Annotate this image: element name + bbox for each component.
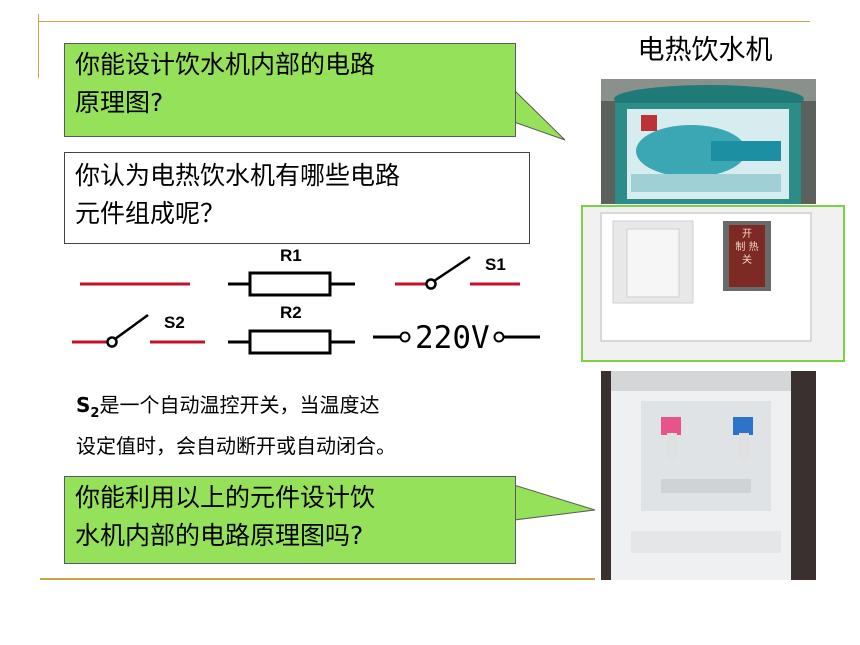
dispenser-illustration [601,371,816,580]
bottle-illustration [601,79,816,204]
r1-label: R1 [280,246,302,265]
question-2-line-2: 元件组成呢？ [75,199,226,228]
bottle-photo [601,79,816,204]
question-3-line-2: 水机内部的电路原理图吗? [75,521,364,550]
question-1-line-1: 你能设计饮水机内部的电路 [75,50,376,79]
panel-switch-label: 开 制 热 关 [729,228,765,267]
dispenser-photo [601,371,816,580]
resistor-r2-symbol [228,329,355,355]
page-title: 电热饮水机 [637,35,773,66]
question-2-line-1: 你认为电热饮水机有哪些电路 [75,161,401,190]
r2-label: R2 [280,303,302,322]
question-box-2: 你认为电热饮水机有哪些电路 元件组成呢？ [64,152,530,244]
panel-switch-line-2: 制 热 [735,242,759,253]
power-source-symbol [373,331,540,343]
frame-bottom-line [40,578,595,580]
panel-switch-line-1: 开 [742,229,752,240]
switch-s2-symbol [72,313,205,348]
note-line-1: S2是一个自动温控开关，当温度达 [76,389,596,430]
note-symbol: S [76,393,91,417]
circuit-components: R1 S1 S2 R2 220V [72,246,540,356]
switch-note: S2是一个自动温控开关，当温度达 设定值时，会自动断开或自动闭合。 [76,389,596,462]
s1-label: S1 [485,255,506,274]
panel-switch-line-3: 关 [742,255,752,266]
frame-left-line [38,14,39,78]
note-line-2: 设定值时，会自动断开或自动闭合。 [76,434,396,458]
question-1-line-2: 原理图? [75,88,164,117]
note-subscript: 2 [90,406,100,421]
switch-panel-photo: 开 制 热 关 [581,205,845,362]
question-bubble-1: 你能设计饮水机内部的电路 原理图? [64,43,516,137]
panel-illustration [583,207,843,360]
s2-label: S2 [164,313,185,332]
switch-s1-symbol [395,255,520,290]
frame-top-line [38,21,810,22]
source-voltage-label: 220V [415,320,490,356]
question-bubble-3: 你能利用以上的元件设计饮 水机内部的电路原理图吗? [64,476,516,564]
resistor-r1-symbol [228,271,355,297]
question-3-line-1: 你能利用以上的元件设计饮 [75,483,376,512]
note-line-1-text: 是一个自动温控开关，当温度达 [99,393,380,417]
